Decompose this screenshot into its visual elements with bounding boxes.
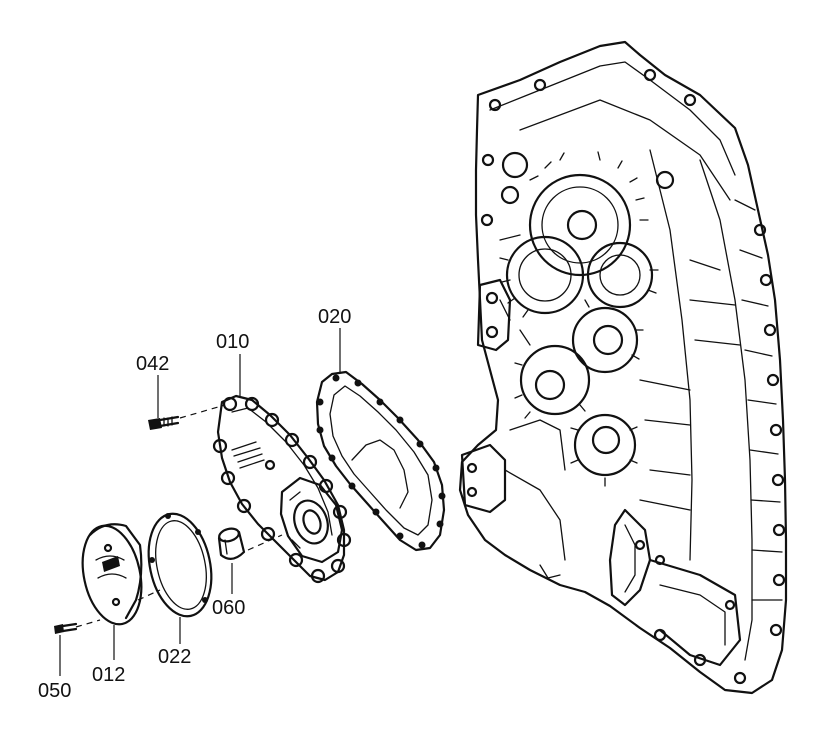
part-010-pump-cover xyxy=(212,394,352,584)
part-020-gasket xyxy=(315,370,446,552)
pump-cover-bolt-lugs xyxy=(212,396,352,584)
label-042: 042 xyxy=(136,353,169,375)
label-050: 050 xyxy=(38,680,71,702)
part-labels: 020 010 042 060 022 012 050 xyxy=(38,306,351,702)
assembly-axis-lines xyxy=(75,404,283,628)
housing-gear-train xyxy=(499,151,675,487)
label-020: 020 xyxy=(318,306,351,328)
leader-lines xyxy=(59,328,341,676)
part-050-screw xyxy=(54,622,78,634)
gasket-bolt-holes xyxy=(316,374,446,549)
part-060-bushing xyxy=(217,527,246,560)
label-060: 060 xyxy=(212,597,245,619)
label-012: 012 xyxy=(92,664,125,686)
transmission-housing xyxy=(458,40,788,695)
housing-left-flange xyxy=(460,278,566,579)
housing-lower-bore xyxy=(608,508,742,667)
part-012-cover-plate xyxy=(81,523,143,626)
label-010: 010 xyxy=(216,331,249,353)
part-042-screw xyxy=(148,415,180,430)
part-022-shim-ring xyxy=(147,512,213,618)
label-022: 022 xyxy=(158,646,191,668)
